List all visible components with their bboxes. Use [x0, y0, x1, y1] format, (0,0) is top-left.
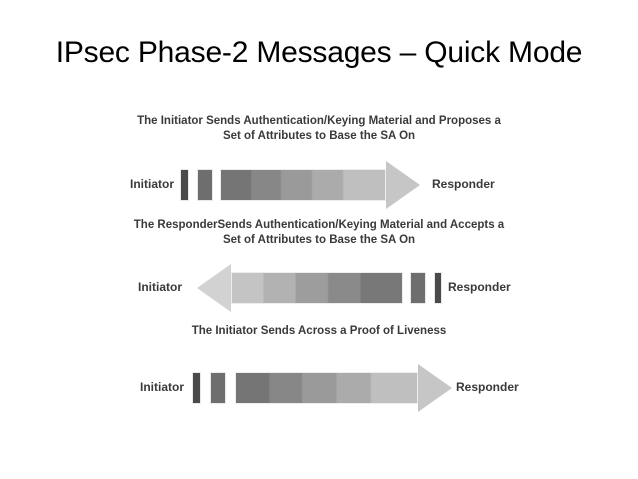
- message-2-arrow-left-icon: [197, 264, 403, 312]
- message-1-initiator-label: Initiator: [130, 177, 174, 191]
- message-3-responder-label: Responder: [456, 380, 519, 394]
- page-title: IPsec Phase-2 Messages – Quick Mode: [55, 36, 583, 69]
- message-2-arrow-body: [231, 272, 403, 304]
- message-2-packet-block-2: [434, 272, 442, 304]
- message-3-arrow-body: [235, 372, 418, 404]
- message-1-arrow-right-icon: [220, 161, 420, 209]
- message-3-flow: [192, 364, 452, 412]
- message-2-responder-label: Responder: [448, 280, 511, 294]
- message-1-caption-line-1: The Initiator Sends Authentication/Keyin…: [137, 115, 501, 127]
- message-row-3: The Initiator Sends Across a Proof of Li…: [0, 316, 638, 412]
- message-1-responder-label: Responder: [432, 177, 495, 191]
- message-1-arrow-body: [220, 169, 386, 201]
- message-3-packet-block-1: [192, 372, 201, 404]
- message-2-caption: The ResponderSends Authentication/Keying…: [0, 218, 638, 248]
- message-2-flow: [197, 264, 442, 312]
- message-3-arrow-head: [418, 364, 452, 412]
- message-3-caption: The Initiator Sends Across a Proof of Li…: [0, 324, 638, 339]
- message-2-caption-line-1: The ResponderSends Authentication/Keying…: [133, 219, 505, 231]
- message-row-2: The ResponderSends Authentication/Keying…: [0, 212, 638, 312]
- message-1-packet-block-1: [180, 169, 189, 201]
- message-3-initiator-label: Initiator: [140, 380, 184, 394]
- message-1-arrow-head: [386, 161, 420, 209]
- message-1-packet-block-2: [197, 169, 213, 201]
- message-row-1: The Initiator Sends Authentication/Keyin…: [0, 108, 638, 209]
- ipsec-quick-mode-diagram: The Initiator Sends Authentication/Keyin…: [0, 100, 638, 420]
- message-1-caption: The Initiator Sends Authentication/Keyin…: [0, 114, 638, 144]
- message-2-packet-block-1: [410, 272, 426, 304]
- message-3-packet-block-2: [210, 372, 226, 404]
- message-3-caption-line-1: The Initiator Sends Across a Proof of Li…: [191, 325, 447, 337]
- message-1-flow: [180, 161, 430, 209]
- message-3-arrow-right-icon: [235, 364, 452, 412]
- message-2-arrow-head: [197, 264, 231, 312]
- message-2-initiator-label: Initiator: [138, 280, 182, 294]
- message-2-caption-line-2: Set of Attributes to Base the SA On: [222, 234, 416, 246]
- message-1-caption-line-2: Set of Attributes to Base the SA On: [222, 130, 416, 142]
